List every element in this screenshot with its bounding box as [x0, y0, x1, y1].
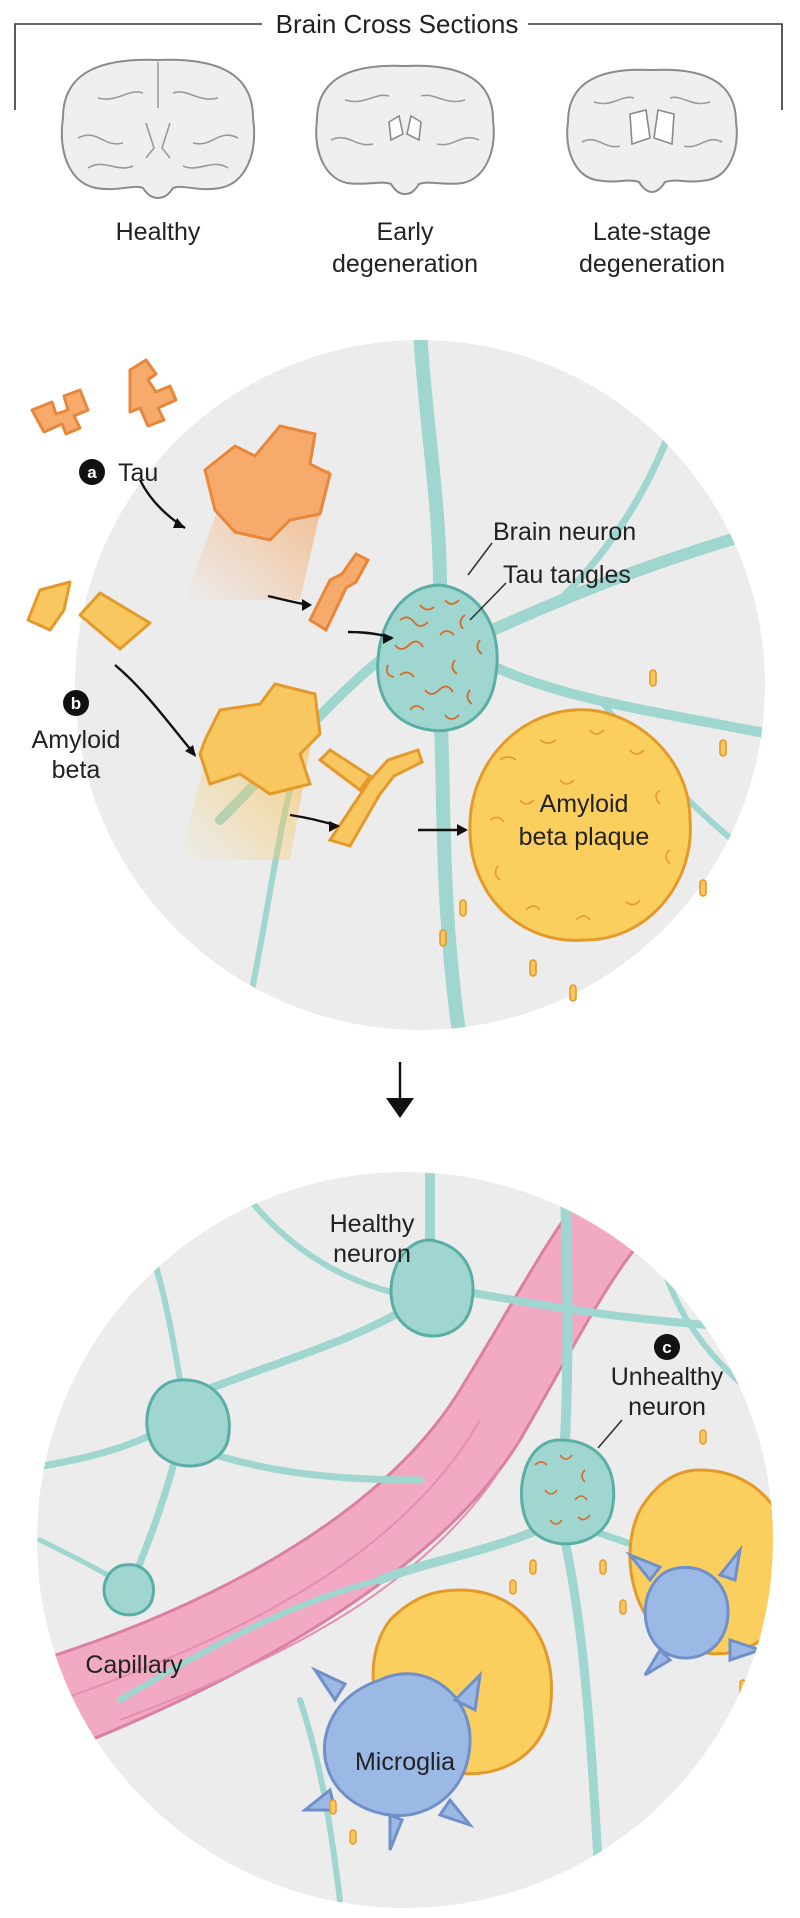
header-bracket	[14, 23, 783, 110]
tau-tangles-label: Tau tangles	[503, 561, 631, 589]
healthy-neuron-label-line1: Healthy	[330, 1210, 415, 1238]
tau-badge-letter: a	[87, 463, 97, 482]
microglia-left	[300, 1666, 483, 1851]
amyloid-fibril	[317, 748, 424, 848]
amyloid-badge	[63, 690, 89, 716]
healthy-neuron	[389, 1238, 475, 1338]
healthy-neuron-label-line2: neuron	[333, 1240, 411, 1268]
tau-oligomer-stack	[185, 424, 332, 600]
amyloid-oligomer-stack	[180, 682, 322, 860]
brain-neuron	[376, 583, 499, 733]
section-label-early-line2: degeneration	[332, 250, 478, 278]
brain-neuron-label: Brain neuron	[493, 518, 636, 546]
brain-section-healthy	[61, 58, 255, 200]
unhealthy-neuron-label-line1: Unhealthy	[611, 1363, 724, 1391]
unhealthy-badge	[654, 1334, 680, 1360]
header-title: Brain Cross Sections	[276, 9, 519, 39]
tau-tangles-mark	[385, 599, 483, 720]
tau-monomers	[30, 358, 178, 436]
tau-label: Tau	[118, 459, 158, 487]
arrowheads	[173, 518, 468, 1118]
neuron-small	[102, 1563, 155, 1617]
amyloid-label-line1: Amyloid	[32, 726, 121, 754]
section-label-early-line1: Early	[377, 218, 434, 246]
section-label-late-line2: degeneration	[579, 250, 725, 278]
unhealthy-badge-letter: c	[662, 1338, 671, 1357]
microglia-label: Microglia	[355, 1748, 455, 1776]
amyloid-monomers	[26, 580, 152, 651]
plaque-label-line2: beta plaque	[519, 823, 650, 851]
neuron-left	[145, 1378, 231, 1468]
unhealthy-leader-line	[597, 1419, 623, 1449]
tau-fibril	[308, 552, 371, 633]
unhealthy-neuron	[519, 1438, 616, 1546]
amyloid-fragments	[439, 669, 727, 1002]
section-label-late-line1: Late-stage	[593, 218, 711, 246]
unhealthy-neuron-label-line2: neuron	[628, 1393, 706, 1421]
capillary-texture	[59, 1419, 501, 1721]
plaque-label-line1: Amyloid	[540, 790, 629, 818]
network-content	[37, 1172, 773, 1905]
amyloid-label-line2: beta	[52, 756, 101, 784]
brain-section-late	[566, 68, 738, 194]
leader-lines-top	[467, 542, 507, 621]
microglia-right	[625, 1544, 765, 1677]
brain-section-early	[315, 64, 495, 196]
tau-badge	[79, 459, 105, 485]
section-label-healthy: Healthy	[116, 218, 201, 246]
amyloid-badge-letter: b	[71, 694, 81, 713]
amyloid-plaque	[468, 708, 692, 942]
capillary-label: Capillary	[85, 1651, 183, 1679]
